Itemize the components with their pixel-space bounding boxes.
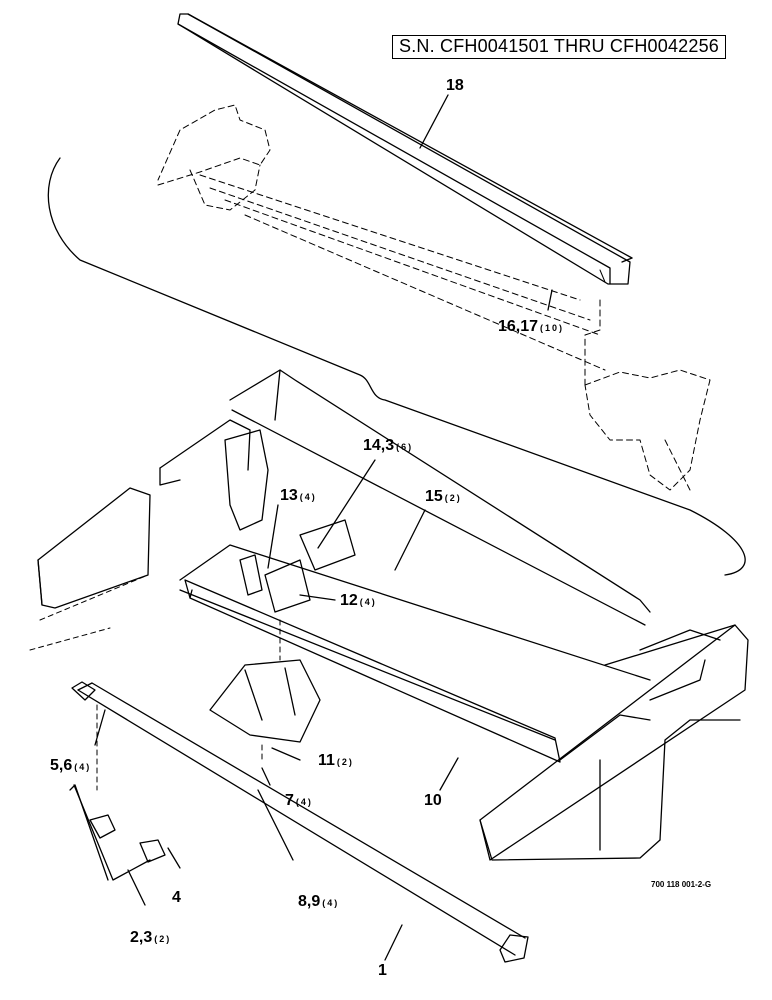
callout-18: 18 [446,77,464,94]
callout-12: 12(4) [340,592,377,609]
header-frame [37,369,749,861]
bent-arm-parts-2-6 [69,784,166,881]
callout-13: 13(4) [280,487,317,504]
bracket-plate-part-11 [209,659,321,743]
callout-1: 1 [378,962,387,979]
figure-number: 700 118 001-2-G [651,880,712,889]
callout-4: 4 [172,889,181,906]
callout-arrows [94,94,553,961]
callout-16-17: 16,17(10) [498,318,565,335]
callout-5-6: 5,6(4) [50,757,92,774]
bracket-cluster-part-12-13 [239,519,356,613]
serial-number-range: S.N. CFH0041501 THRU CFH0042256 [392,35,726,59]
callout-7: 7(4) [285,792,313,809]
callout-10: 10 [424,792,442,809]
callout-15: 15(2) [425,488,462,505]
callout-8-9: 8,9(4) [298,893,340,910]
ghost-bracket-upper [157,104,606,371]
tube-part-1 [71,681,529,963]
ghost-bracket-lower [584,299,711,491]
callout-2-3: 2,3(2) [130,929,172,946]
exploded-view-boundary [47,157,746,576]
callout-14-3: 14,3(6) [363,437,414,454]
callout-11: 11(2) [318,752,354,769]
dashed-leaders [29,574,281,791]
top-cover-part-18 [177,13,633,285]
